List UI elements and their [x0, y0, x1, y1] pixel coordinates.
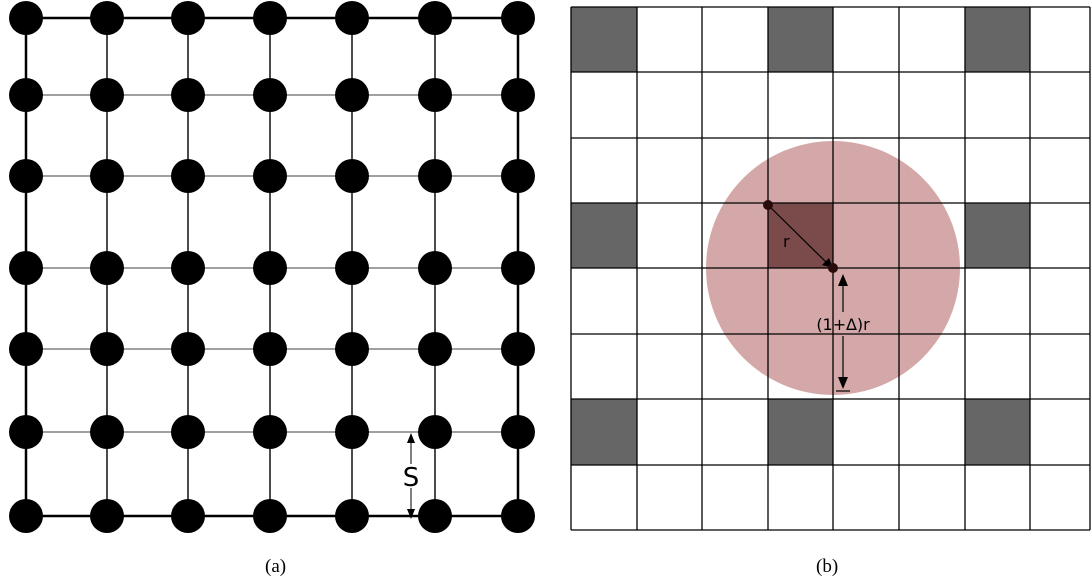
- lattice-node: [418, 159, 452, 193]
- outer-radius-arrowhead-up: [838, 274, 848, 286]
- caption-a: (a): [265, 556, 287, 577]
- lattice-node: [9, 332, 43, 366]
- lattice-node: [9, 159, 43, 193]
- lattice-node: [335, 251, 369, 285]
- panel-b-grid: r (1+∆)r: [570, 6, 1091, 531]
- lattice-node: [501, 78, 535, 112]
- lattice-node: [335, 1, 369, 35]
- lattice-node: [171, 78, 205, 112]
- lattice-node: [501, 499, 535, 533]
- lattice-node: [90, 78, 124, 112]
- radius-arrow: [767, 204, 829, 265]
- lattice-node: [9, 251, 43, 285]
- lattice-node: [501, 159, 535, 193]
- lattice-node: [171, 415, 205, 449]
- lattice-node: [501, 1, 535, 35]
- spacing-annotation: S: [403, 433, 420, 519]
- outer-radius-label: (1+∆)r: [816, 315, 870, 334]
- lattice-node: [253, 1, 287, 35]
- lattice-node: [90, 415, 124, 449]
- lattice-node: [501, 332, 535, 366]
- lattice-node: [90, 499, 124, 533]
- lattice-node: [335, 78, 369, 112]
- lattice-node: [9, 499, 43, 533]
- lattice-node: [418, 415, 452, 449]
- shaded-cell: [571, 203, 637, 268]
- shaded-cell: [571, 7, 637, 72]
- spacing-arrowhead-down: [407, 509, 415, 519]
- lattice-node: [335, 332, 369, 366]
- shaded-cell: [768, 7, 833, 72]
- lattice-node: [418, 499, 452, 533]
- lattice-node: [418, 251, 452, 285]
- radius-label: r: [783, 232, 790, 251]
- lattice-node: [9, 415, 43, 449]
- center-cell: [768, 203, 833, 268]
- lattice-node: [90, 159, 124, 193]
- spacing-arrowhead-up: [407, 433, 415, 443]
- lattice-node: [253, 415, 287, 449]
- node-dot-corner: [763, 200, 773, 210]
- lattice-node: [253, 332, 287, 366]
- shaded-cell: [571, 399, 637, 465]
- lattice-node: [171, 499, 205, 533]
- lattice-node: [335, 415, 369, 449]
- lattice-node: [90, 332, 124, 366]
- lattice-node: [418, 1, 452, 35]
- lattice-node: [253, 78, 287, 112]
- lattice-node: [335, 159, 369, 193]
- lattice-node: [253, 159, 287, 193]
- grid-lines: [570, 6, 1091, 531]
- lattice-node: [501, 415, 535, 449]
- lattice-node: [171, 251, 205, 285]
- lattice-node: [253, 499, 287, 533]
- outer-radius-arrowhead-down: [838, 377, 848, 389]
- lattice-node: [90, 1, 124, 35]
- lattice-node: [171, 332, 205, 366]
- lattice-node: [418, 332, 452, 366]
- lattice-node: [90, 251, 124, 285]
- lattice-nodes: [9, 1, 535, 533]
- caption-b: (b): [816, 556, 839, 577]
- shaded-cell: [965, 203, 1030, 268]
- lattice-node: [335, 499, 369, 533]
- spacing-label: S: [403, 463, 420, 493]
- lattice-node: [9, 1, 43, 35]
- shaded-cell: [965, 399, 1030, 465]
- lattice-node: [9, 78, 43, 112]
- panel-a-lattice: S: [9, 1, 535, 533]
- shaded-cell: [768, 399, 833, 465]
- shaded-cell: [965, 7, 1030, 72]
- lattice-node: [501, 251, 535, 285]
- shaded-cells: [571, 7, 1030, 465]
- lattice-node: [171, 159, 205, 193]
- lattice-node: [253, 251, 287, 285]
- node-dot-center: [828, 263, 838, 273]
- lattice-node: [418, 78, 452, 112]
- lattice-node: [171, 1, 205, 35]
